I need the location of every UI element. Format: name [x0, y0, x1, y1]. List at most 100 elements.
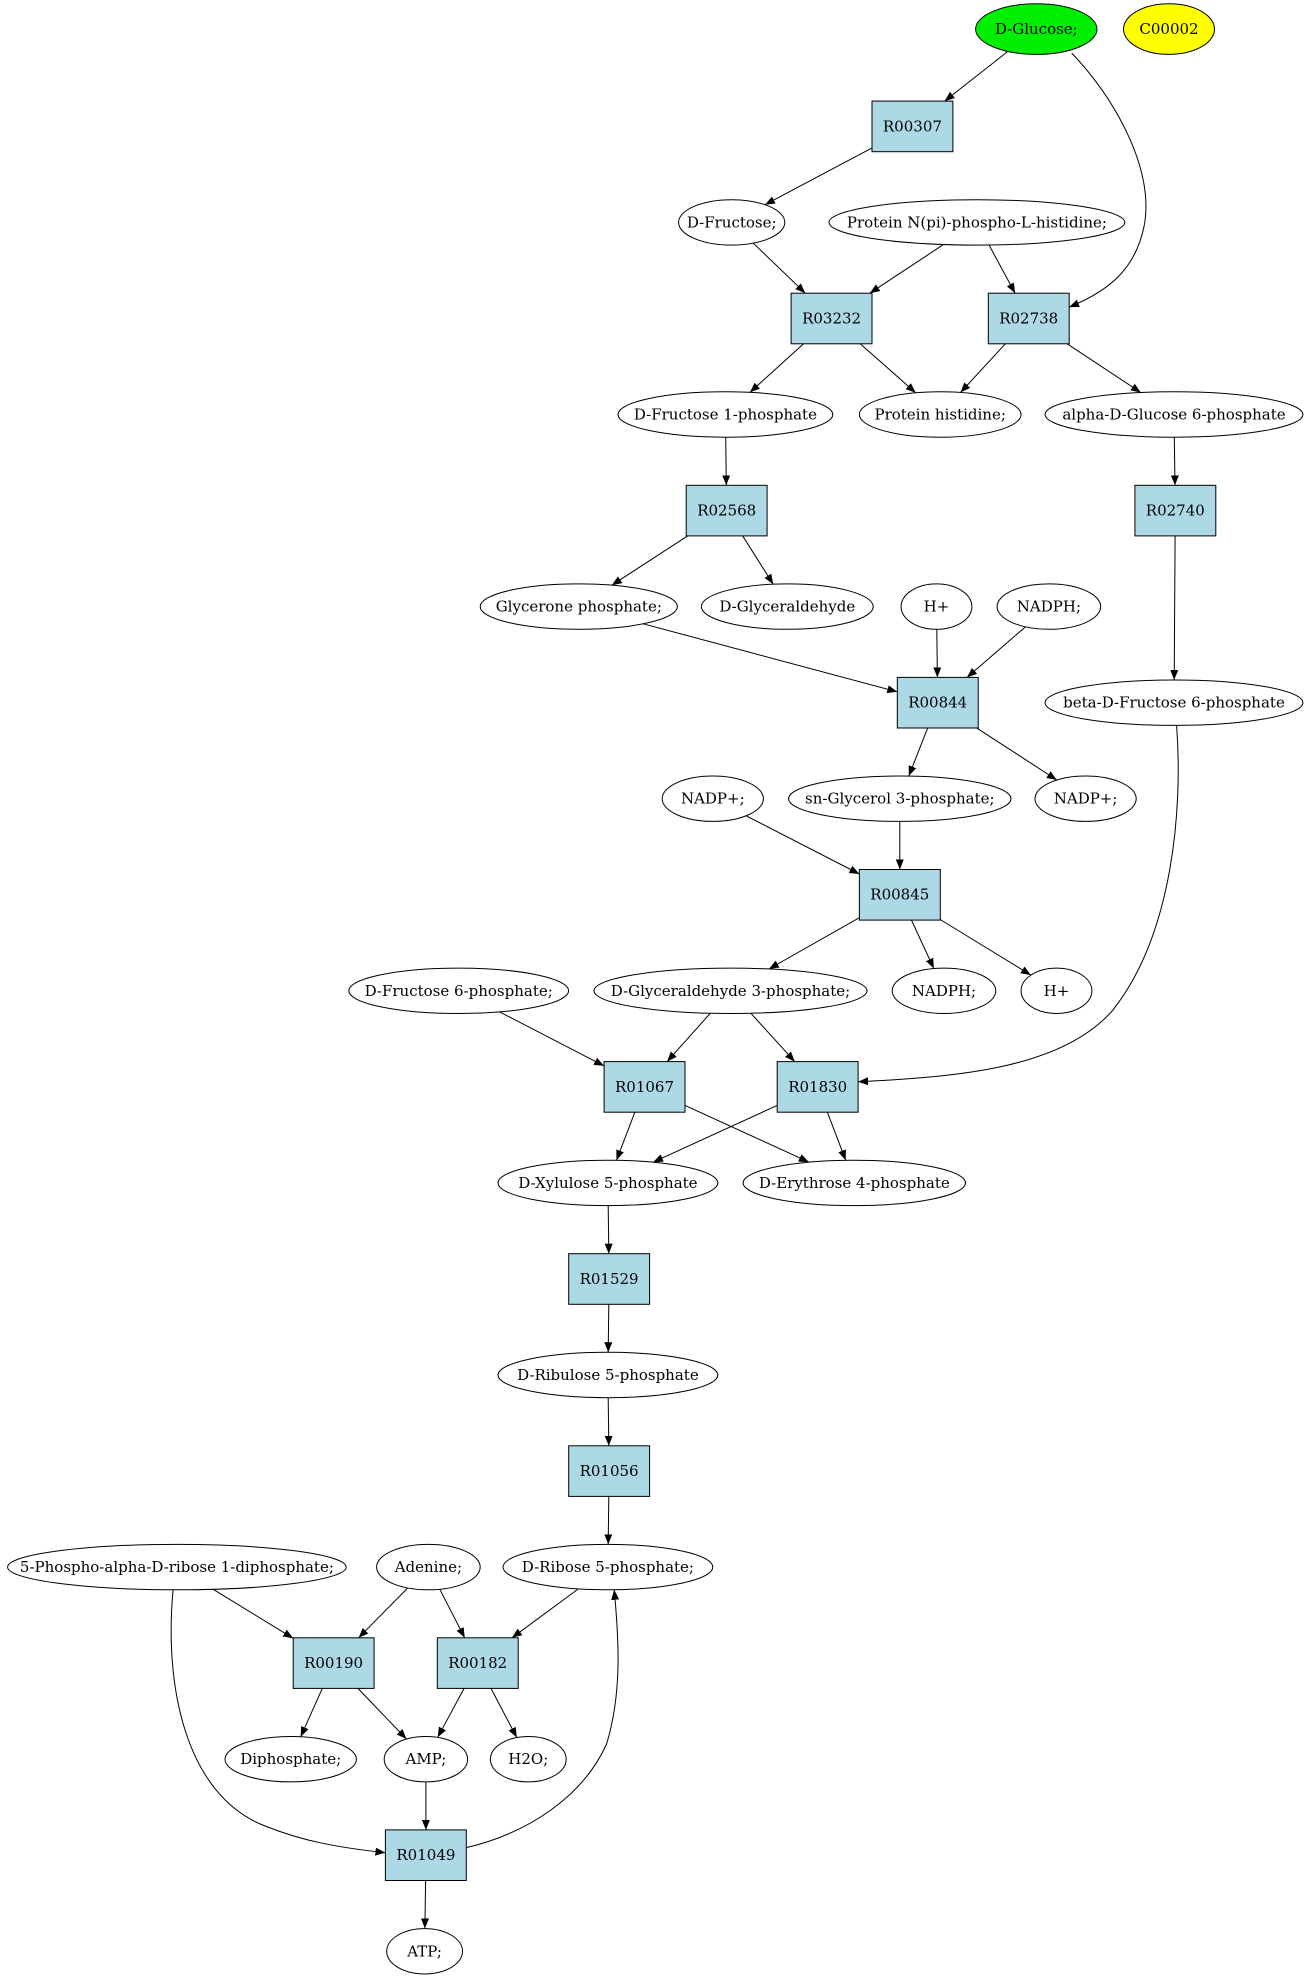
compound-node-glycerone: Glycerone phosphate;	[479, 583, 678, 630]
edge-r00182-to-amp	[437, 1688, 465, 1738]
node-label: Adenine;	[394, 1558, 462, 1576]
reaction-box	[871, 100, 954, 153]
node-label: D-Fructose 1-phosphate	[634, 406, 817, 424]
reaction-box	[384, 1829, 467, 1882]
edge-r01067-to-de4p	[684, 1104, 810, 1163]
compound-ellipse	[1020, 967, 1093, 1014]
node-label: alpha-D-Glucose 6-phosphate	[1062, 406, 1285, 424]
edge-r01529-to-dru5p	[604, 1304, 613, 1353]
edge-nadph1-to-r00844	[966, 626, 1026, 678]
reaction-box	[603, 1061, 686, 1113]
edge-r00190-to-amp	[357, 1688, 407, 1740]
node-label: R01529	[580, 1270, 639, 1288]
reaction-node-r00182: R00182	[436, 1637, 519, 1689]
node-label: R02740	[1146, 502, 1205, 520]
edge-df6p-to-r01067	[499, 1011, 605, 1067]
edge-dg3p-to-r01830	[750, 1012, 796, 1062]
edge-r00845-to-nadph2	[910, 919, 935, 969]
node-label: Protein N(pi)-phospho-L-histidine;	[847, 213, 1107, 231]
edge-dfructose-to-r03232	[752, 242, 806, 294]
node-label: R01067	[615, 1078, 674, 1096]
compound-node-hplus2: H+	[1020, 967, 1093, 1014]
reaction-node-r02740: R02740	[1134, 484, 1217, 537]
compound-node-dfru1p: D-Fructose 1-phosphate	[617, 391, 834, 438]
reaction-node-r01830: R01830	[776, 1061, 859, 1113]
reaction-node-r01049: R01049	[384, 1829, 467, 1882]
node-label: Protein histidine;	[874, 406, 1005, 424]
node-label: R02738	[999, 310, 1058, 328]
compound-node-nadp1: NADP+;	[661, 775, 764, 822]
compound-ellipse	[479, 583, 678, 630]
edge-r02738-to-adg6p	[1066, 343, 1142, 393]
edge-hplus1-to-r00844	[933, 629, 942, 678]
node-label: R02568	[697, 502, 756, 520]
compound-node-amp: AMP;	[383, 1736, 469, 1783]
compound-ellipse	[224, 1736, 357, 1783]
reaction-node-r02568: R02568	[685, 484, 768, 537]
node-label: NADP+;	[1054, 790, 1118, 808]
node-label: Diphosphate;	[240, 1750, 341, 1768]
reaction-node-r00307: R00307	[871, 100, 954, 153]
reaction-box	[987, 292, 1070, 345]
reaction-box	[292, 1637, 375, 1689]
edge-r03232-to-dfru1p	[749, 343, 804, 393]
node-label: H+	[1044, 982, 1070, 1000]
compound-ellipse	[742, 1159, 966, 1207]
node-label: D-Glyceraldehyde 3-phosphate;	[611, 982, 850, 1000]
node-label: R00182	[448, 1654, 507, 1672]
reaction-node-r01056: R01056	[568, 1445, 651, 1497]
compound-node-nadph1: NADPH;	[996, 583, 1102, 630]
node-label: D-Ribose 5-phosphate;	[522, 1558, 694, 1576]
reaction-box	[568, 1253, 651, 1305]
compound-node-snglyc: sn-Glycerol 3-phosphate;	[788, 775, 1012, 822]
node-label: R00190	[304, 1654, 363, 1672]
edge-prpp-to-r00190	[212, 1588, 294, 1639]
node-label: AMP;	[404, 1750, 446, 1768]
edge-r00845-to-hplus2	[939, 919, 1032, 976]
edge-r01056-to-dr5p	[604, 1496, 613, 1545]
edge-r00845-to-dg3p	[768, 917, 860, 970]
compound-ellipse	[502, 1543, 714, 1591]
compound-ellipse	[497, 1159, 719, 1207]
edge-dglucose-to-r02738	[1068, 52, 1147, 308]
reaction-box	[568, 1445, 651, 1497]
edge-dfru1p-to-r02568	[722, 437, 731, 486]
reaction-node-r01529: R01529	[568, 1253, 651, 1305]
edge-dxu5p-to-r01529	[604, 1205, 613, 1254]
node-label: C00002	[1139, 20, 1198, 38]
reaction-box	[790, 292, 873, 345]
compound-ellipse	[678, 199, 786, 246]
compound-node-bdf6p: beta-D-Fructose 6-phosphate	[1044, 679, 1304, 726]
edge-dru5p-to-r01056	[604, 1397, 613, 1446]
node-label: R00845	[870, 886, 929, 904]
edge-r01830-to-dxu5p	[652, 1104, 778, 1163]
edge-glycerone-to-r00844	[643, 623, 898, 694]
compound-ellipse	[788, 775, 1012, 822]
compound-ellipse	[1123, 3, 1215, 55]
edge-proteinnpi-to-r03232	[869, 244, 944, 294]
node-label: D-Glyceraldehyde	[719, 598, 855, 616]
edge-adenine-to-r00190	[358, 1587, 409, 1639]
compound-ellipse	[975, 3, 1098, 55]
reaction-box	[1134, 484, 1217, 537]
compound-ellipse	[376, 1543, 481, 1591]
node-label: D-Fructose 6-phosphate;	[365, 982, 553, 1000]
compound-node-atp: ATP;	[386, 1928, 464, 1975]
node-label: D-Ribulose 5-phosphate	[517, 1366, 699, 1384]
node-label: H+	[924, 598, 950, 616]
edge-r00182-to-h2o	[490, 1688, 518, 1738]
edge-r02740-to-bdf6p	[1170, 535, 1179, 680]
node-label: R03232	[802, 310, 861, 328]
compound-node-prpp: 5-Phospho-alpha-D-ribose 1-diphosphate;	[7, 1543, 347, 1591]
edge-dglucose-to-r00307	[944, 51, 1009, 102]
reaction-box	[858, 869, 941, 921]
reaction-node-r00190: R00190	[292, 1637, 375, 1689]
compound-ellipse	[7, 1543, 347, 1591]
edge-prpp-to-r01049	[170, 1589, 386, 1856]
edge-r00844-to-snglyc	[908, 727, 929, 777]
edge-r02568-to-glycerone	[611, 535, 689, 586]
compound-ellipse	[996, 583, 1102, 630]
edge-nadp1-to-r00845	[745, 815, 860, 875]
node-label: beta-D-Fructose 6-phosphate	[1063, 694, 1285, 712]
compound-ellipse	[1034, 775, 1137, 822]
